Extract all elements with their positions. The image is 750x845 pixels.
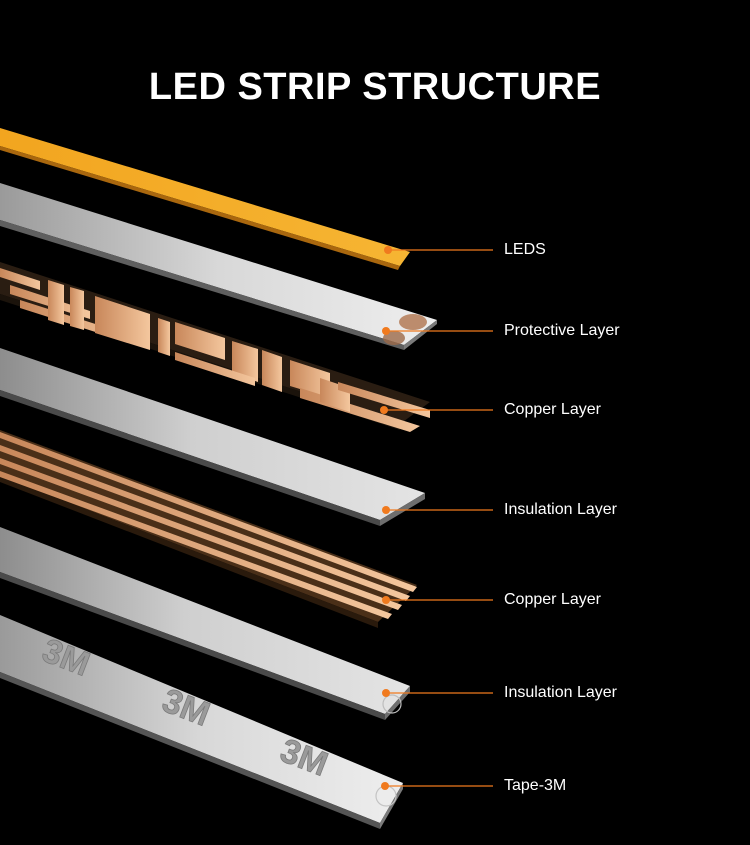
layer-label: Copper Layer [504, 401, 601, 418]
callout-dot [380, 406, 388, 414]
callout-dot [382, 506, 390, 514]
callout-dot [382, 596, 390, 604]
layer-label: Insulation Layer [504, 501, 617, 518]
insulation-layer-2 [0, 527, 410, 720]
layer-label: Protective Layer [504, 322, 620, 339]
copper-traces-layer [0, 430, 417, 628]
protective-layer [0, 183, 437, 350]
callout-dot [384, 246, 392, 254]
callout-lines [380, 246, 493, 790]
callout-dot [382, 689, 390, 697]
layer-label: Tape-3M [504, 777, 567, 794]
copper-circuit-layer [0, 262, 430, 432]
callout-dot [381, 782, 389, 790]
layer-label: Copper Layer [504, 591, 601, 608]
leds-layer [0, 128, 410, 270]
layer-label: Insulation Layer [504, 684, 617, 701]
layer-label: LEDS [504, 241, 546, 258]
diagram-title: LED STRIP STRUCTURE [148, 66, 602, 108]
callout-dot [382, 327, 390, 335]
